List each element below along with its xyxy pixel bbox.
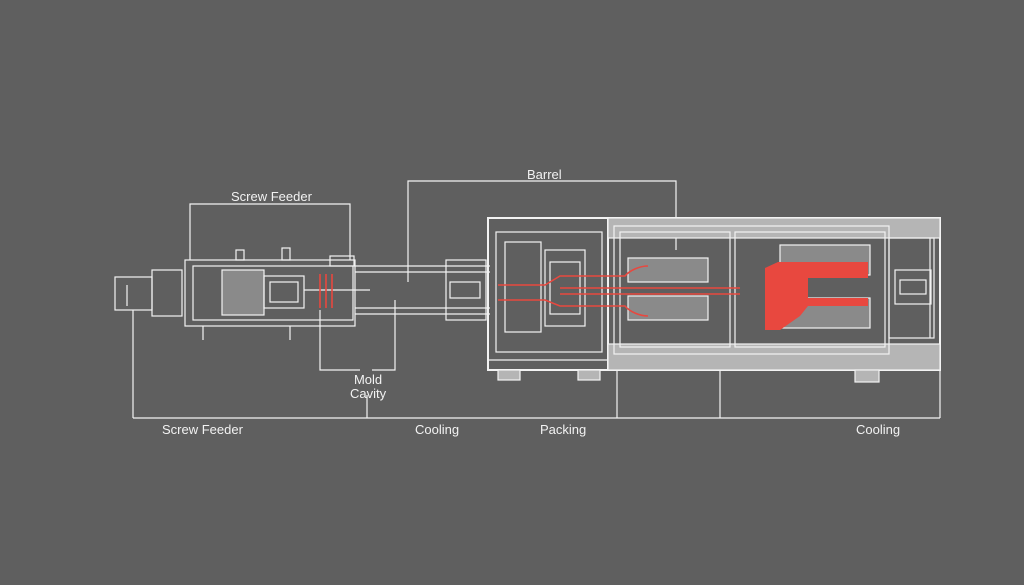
mold-housing xyxy=(607,217,941,383)
barrel-callout xyxy=(407,180,677,282)
injection-unit xyxy=(487,217,609,381)
melt-flow xyxy=(498,262,868,330)
mold-cavity-label: Mold Cavity xyxy=(350,372,387,401)
drive-motor xyxy=(114,269,183,317)
barrel-rails xyxy=(355,259,490,321)
screw-feeder-callout xyxy=(189,203,351,260)
cooling-left-label: Cooling xyxy=(415,422,460,437)
packing-label: Packing xyxy=(540,422,587,437)
screw-feeder-bottom-label: Screw Feeder xyxy=(162,422,243,437)
molded-part xyxy=(765,262,868,330)
cooling-right-label: Cooling xyxy=(856,422,901,437)
screw-feeder-top-label: Screw Feeder xyxy=(231,189,312,204)
mold-cavity-callout-left xyxy=(319,310,360,371)
callout-lines xyxy=(132,180,941,419)
barrel-label: Barrel xyxy=(527,167,562,182)
screw-feeder-unit xyxy=(184,247,370,340)
mold-cavity-callout-right xyxy=(372,300,396,371)
